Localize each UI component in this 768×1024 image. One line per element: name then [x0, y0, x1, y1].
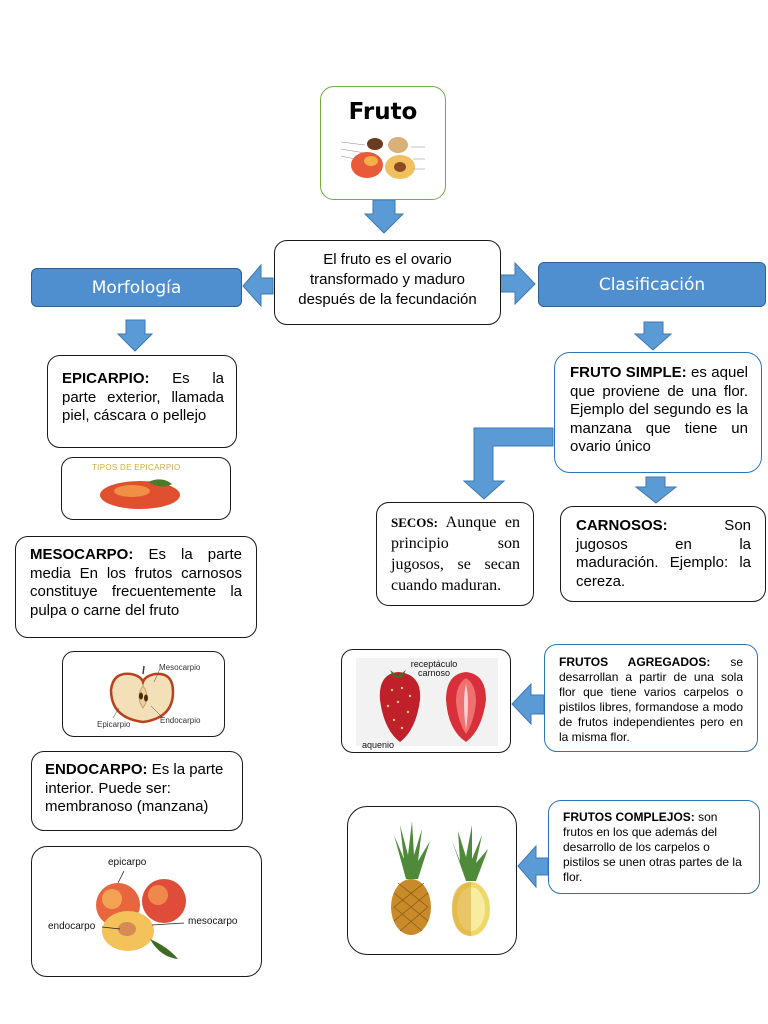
page-title: Fruto: [348, 99, 418, 125]
peach-label-epicarpo: epicarpo: [108, 857, 147, 868]
arrow-to-secos: [462, 427, 554, 500]
header-morfologia: Morfología: [31, 268, 242, 307]
carnosos-box: CARNOSOS: Son jugosos en la maduración. …: [560, 506, 766, 602]
pineapple-icon: [391, 821, 490, 936]
endocarpio-box: ENDOCARPO: Es la parte interior. Puede s…: [31, 751, 243, 831]
endocarpio-description: Es la parte interior. Puede ser: membran…: [45, 761, 224, 815]
arrow-clasificacion-down: [633, 321, 673, 351]
arrow-to-clasificacion: [499, 261, 536, 306]
arrow-to-carnosos: [634, 476, 678, 504]
strawberry-label-aquenio: aquenio: [362, 740, 395, 750]
agregados-description: se desarrollan a partir de una sola flor…: [559, 655, 743, 744]
arrow-to-strawberry: [511, 682, 545, 726]
fruto-simple-description: es aquel que proviene de una flor. Ejemp…: [570, 364, 748, 455]
carnosos-description: Son jugosos en la maduración. Ejemplo: l…: [576, 517, 751, 590]
definition-box: El fruto es el ovario transformado y mad…: [274, 240, 501, 325]
arrow-morfologia-down: [116, 319, 154, 352]
mesocarpio-text: MESOCARPO: Es la parte media En los frut…: [30, 546, 242, 620]
apple-cross-section-icon: [109, 665, 175, 724]
pineapple-image: [347, 806, 517, 955]
peach-image: epicarpo endocarpo mesocarpo: [31, 846, 262, 977]
fruto-simple-box: FRUTO SIMPLE: es aquel que proviene de u…: [554, 352, 762, 473]
arrow-title-down: [363, 199, 405, 234]
apple-label-epicarpio: Epicarpio: [97, 720, 131, 729]
secos-description: Aunque en principio son jugosos, se seca…: [391, 514, 520, 594]
complejos-term: FRUTOS COMPLEJOS:: [563, 810, 695, 824]
arrow-to-pineapple: [517, 844, 549, 889]
peach-parts-icon: [96, 870, 186, 959]
epicarpio-description: Es la parte exterior, llamada piel, cásc…: [62, 370, 224, 424]
epicarpio-image-caption: TIPOS DE EPICARPIO: [92, 463, 181, 472]
strawberry-label-receptaculo: receptáculo carnoso: [410, 659, 458, 678]
carnosos-text: CARNOSOS: Son jugosos en la maduración. …: [576, 517, 751, 591]
peach-icon: [100, 479, 180, 509]
mesocarpio-box: MESOCARPO: Es la parte media En los frut…: [15, 536, 257, 638]
endocarpio-text: ENDOCARPO: Es la parte interior. Puede s…: [45, 761, 231, 817]
peach-label-mesocarpo: mesocarpo: [188, 916, 238, 927]
apple-label-mesocarpio: Mesocarpio: [159, 663, 201, 672]
apple-label-endocarpio: Endocarpio: [160, 716, 201, 725]
carnosos-term: CARNOSOS:: [576, 517, 668, 534]
definition-text: El fruto es el ovario transformado y mad…: [298, 251, 477, 308]
mesocarpio-term: MESOCARPO:: [30, 546, 134, 563]
secos-box: SECOS: Aunque en principio son jugosos, …: [376, 502, 534, 606]
complejos-text: FRUTOS COMPLEJOS: son frutos en los que …: [563, 810, 749, 885]
agregados-box: FRUTOS AGREGADOS: se desarrollan a parti…: [544, 644, 758, 752]
epicarpio-image: TIPOS DE EPICARPIO: [61, 457, 231, 520]
fruto-simple-text: FRUTO SIMPLE: es aquel que proviene de u…: [570, 364, 748, 457]
agregados-term: FRUTOS AGREGADOS:: [559, 655, 711, 669]
arrow-to-morfologia: [242, 263, 274, 308]
complejos-description: son frutos en los que además del desarro…: [563, 810, 742, 884]
apple-image: Mesocarpio Epicarpio Endocarpio: [62, 651, 225, 737]
strawberry-image: receptáculo carnoso aquenio: [341, 649, 511, 753]
epicarpio-term: EPICARPIO:: [62, 370, 150, 387]
header-clasificacion: Clasificación: [538, 262, 766, 307]
endocarpio-term: ENDOCARPO:: [45, 761, 148, 778]
secos-term: SECOS:: [391, 515, 438, 530]
fruit-illustration: [340, 137, 425, 179]
epicarpio-text: EPICARPIO: Es la parte exterior, llamada…: [62, 370, 224, 426]
agregados-text: FRUTOS AGREGADOS: se desarrollan a parti…: [559, 655, 743, 745]
title-box: Fruto: [320, 86, 446, 200]
epicarpio-box: EPICARPIO: Es la parte exterior, llamada…: [47, 355, 237, 448]
mesocarpio-description: Es la parte media En los frutos carnosos…: [30, 546, 242, 619]
peach-label-endocarpo: endocarpo: [48, 921, 96, 932]
fruto-simple-term: FRUTO SIMPLE:: [570, 364, 687, 381]
strawberry-icon: [356, 658, 498, 746]
complejos-box: FRUTOS COMPLEJOS: son frutos en los que …: [548, 800, 760, 894]
secos-text: SECOS: Aunque en principio son jugosos, …: [391, 512, 520, 596]
